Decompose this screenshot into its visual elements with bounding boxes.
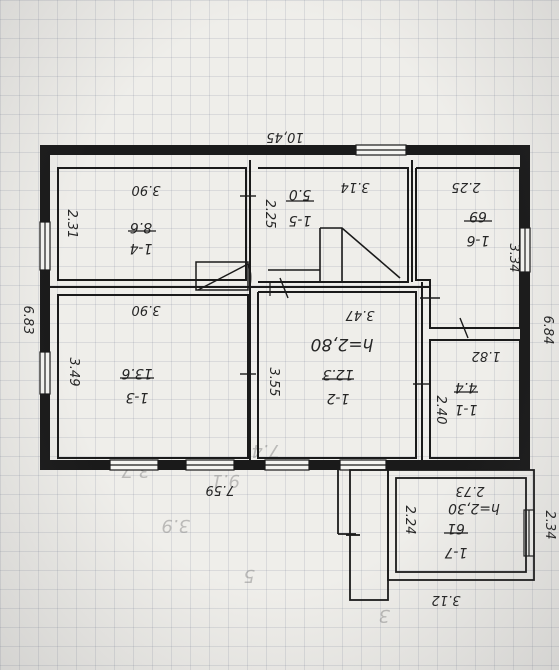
room-1-6-area: 69 [469,208,487,224]
faint-note: 3.9 [161,515,190,536]
room-1-1-dim-top: 1.82 [472,348,501,363]
annex-inner-wall [395,477,527,573]
stair [268,227,401,296]
room-1-3: 3.90 3.49 13.6 1-3 [66,302,160,405]
room-outline-1-1 [429,339,521,459]
room-1-5-dim-side: 2.25 [262,200,277,229]
room-1-6-id: 1-6 [466,232,489,248]
window-bottom-4 [339,459,387,471]
ceiling-height-annex: h=2,30 [448,500,500,516]
room-1-3-id: 1-3 [126,389,149,405]
room-1-5: 3.14 2.25 5.0 1-5 [262,179,369,228]
room-1-7-dim-top: 2.73 [456,483,485,498]
room-1-5-area: 5.0 [289,186,311,202]
dim-annex-right: 2.34 [542,511,557,540]
room-1-2-area: 12.3 [322,366,353,382]
room-outline-1-2 [257,291,417,459]
room-outline-1-6 [415,167,521,329]
room-1-3-dim-top: 3.90 [132,302,161,317]
room-1-1: 1.82 2.40 4.4 1-1 [433,348,500,424]
room-1-7-area: 61 [447,520,465,536]
room-outline-1-5 [258,167,409,283]
room-outline-1-4 [57,167,247,281]
room-1-5-id: 1-5 [288,212,311,228]
dim-top: 10,45 [266,129,303,144]
annex [337,469,535,601]
room-1-2-dim-side: 3.55 [266,368,281,397]
faint-note: 9.1 [211,470,240,491]
room-1-1-dim-side: 2.40 [433,396,448,425]
interior-walls [50,160,521,460]
window-left-lower [39,351,51,395]
window-top [355,144,407,156]
window-right [519,227,531,273]
dim-right: 6.84 [540,316,555,345]
room-1-7-dim-side: 2.24 [402,506,417,535]
window-bottom-3 [264,459,310,471]
overall-dimensions: 10,45 6.83 6.84 7.59 3.12 2.34 [20,129,557,607]
room-1-4-dim-top: 3.90 [132,182,161,197]
room-1-6-dim-top: 2.25 [452,179,481,194]
room-1-6-dim-side: 3.34 [506,244,521,273]
window-left-upper [39,221,51,271]
room-1-2-id: 1-2 [326,390,349,406]
room-outline-1-3 [57,294,249,459]
window-bottom-2 [185,459,235,471]
room-1-1-id: 1-1 [455,401,478,417]
room-1-7-id: 1-7 [444,544,467,560]
faint-note: 5 [244,565,255,586]
room-1-7: 2.73 2.24 h=2,30 61 1-7 [402,483,500,560]
room-1-2-dim-top: 3.47 [345,307,375,322]
room-1-3-area: 13.6 [121,365,152,381]
room-1-5-dim-top: 3.14 [341,179,370,194]
room-1-4: 3.90 2.31 8.6 1-4 [64,182,160,256]
windows [39,144,535,557]
room-1-2: 3.47 3.55 h=2,80 12.3 1-2 [266,307,374,406]
door-swing [195,261,252,291]
room-1-1-area: 4.4 [455,379,477,395]
faint-note: 3 [379,605,390,626]
window-bottom-1 [109,459,159,471]
dim-bottom-right: 3.12 [432,592,461,607]
ceiling-height-main: h=2,80 [311,334,374,354]
dim-bottom-left: 7.59 [206,482,235,497]
dim-left: 6.83 [20,306,35,335]
room-1-4-dim-side: 2.31 [64,210,79,239]
room-1-6: 2.25 3.34 69 1-6 [452,179,521,272]
room-1-4-id: 1-4 [130,240,153,256]
room-1-4-area: 8.6 [130,219,152,235]
room-1-3-dim-side: 3.49 [66,358,81,387]
tick-marks [240,195,469,385]
